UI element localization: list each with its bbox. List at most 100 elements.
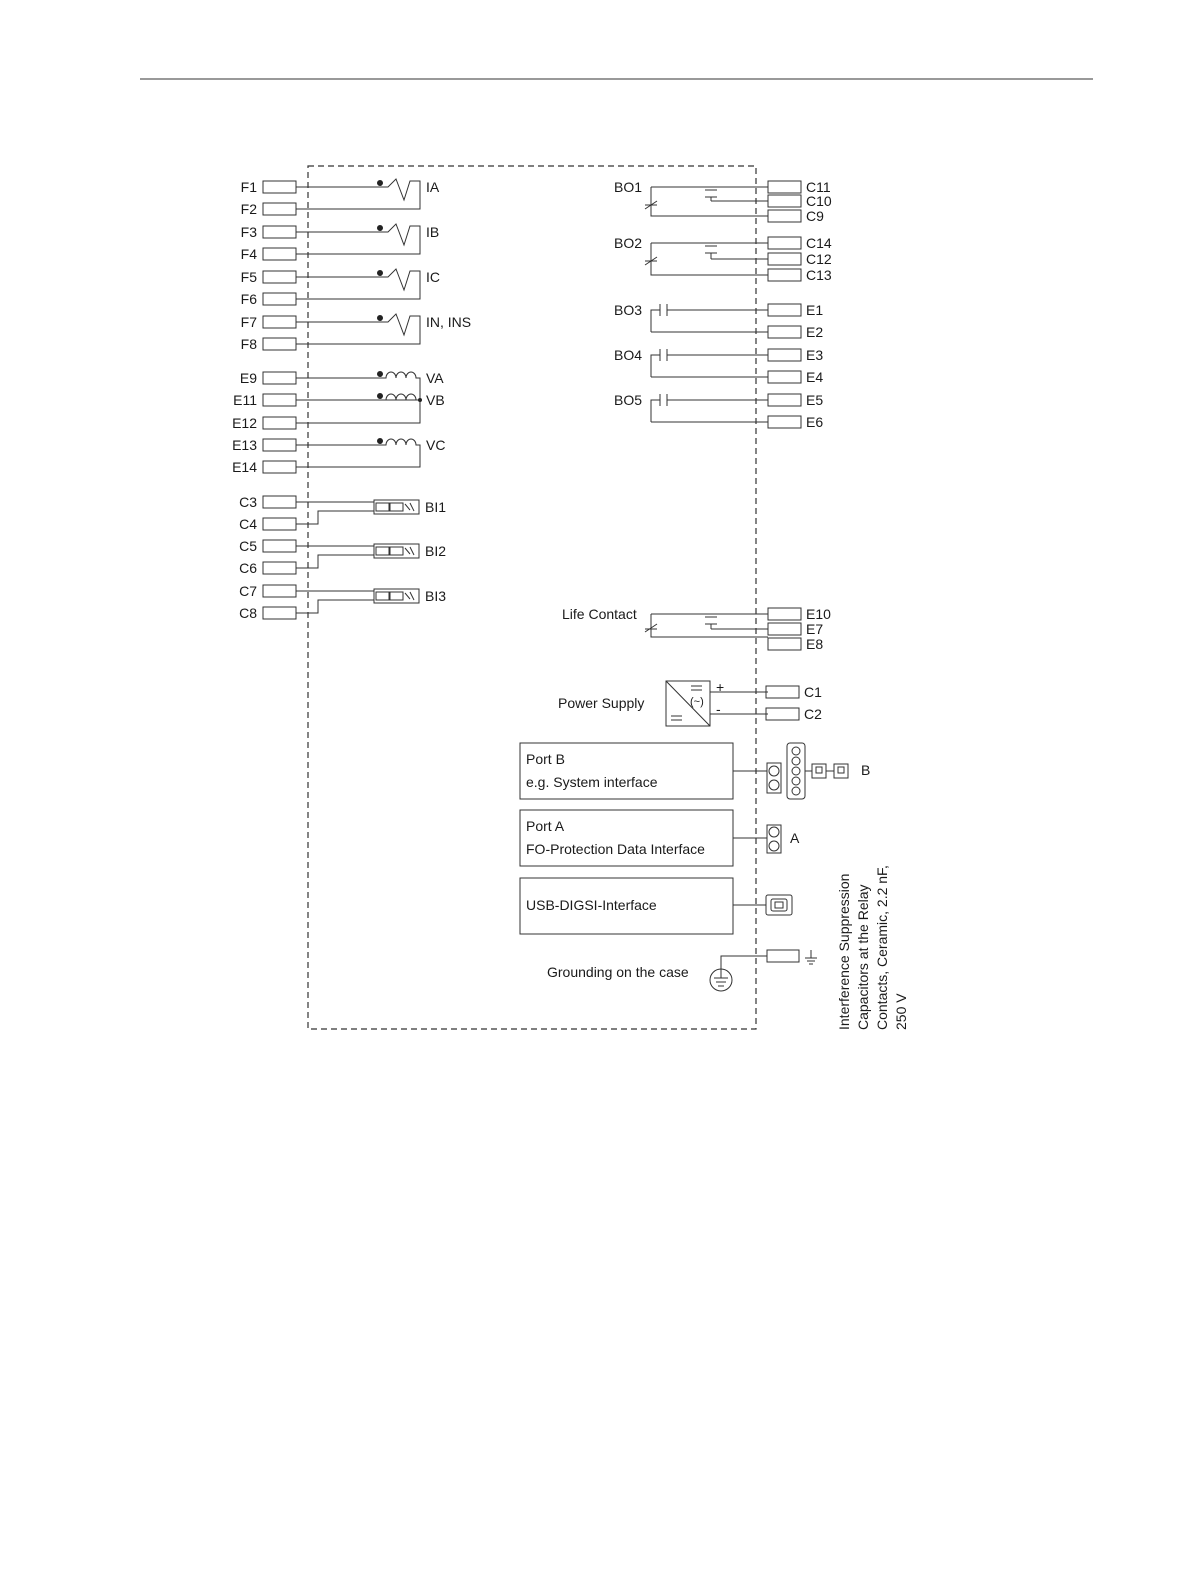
- left-terminal: [262, 495, 297, 509]
- right-terminal: [767, 180, 802, 194]
- port-a: Port A FO-Protection Data Interface A: [519, 809, 800, 867]
- left-terminal: [262, 584, 297, 598]
- ground-terminal: [766, 949, 800, 963]
- life-contact: Life Contact: [562, 606, 768, 638]
- left-terminal-label: C8: [239, 605, 257, 621]
- port-b-connector-label: B: [861, 762, 870, 778]
- left-terminal: [262, 460, 297, 474]
- port-a-connector: [766, 824, 782, 854]
- right-terminal-label: E5: [806, 392, 823, 408]
- usb-label: USB-DIGSI-Interface: [526, 897, 657, 913]
- polarity-dot: [377, 371, 383, 377]
- port-a-subtitle: FO-Protection Data Interface: [526, 841, 705, 857]
- port-b-box: [519, 742, 734, 800]
- left-terminal: [262, 180, 297, 194]
- right-terminal: [765, 707, 800, 721]
- port-b: Port B e.g. System interface B: [519, 742, 870, 800]
- polarity-dot: [377, 180, 383, 186]
- right-terminal: [767, 348, 802, 362]
- left-terminal-label: F4: [241, 246, 258, 262]
- binary-output-label: BO2: [614, 235, 642, 251]
- left-terminal: [262, 517, 297, 531]
- right-terminal-label: E10: [806, 606, 831, 622]
- voltage-input-label: VB: [426, 392, 445, 408]
- left-terminal-label: F5: [241, 269, 258, 285]
- current-input-label: IC: [426, 269, 440, 285]
- life-contact-label: Life Contact: [562, 606, 637, 622]
- note-line-3: Contacts, Ceramic, 2.2 nF,: [874, 865, 890, 1030]
- binary-output-label: BO3: [614, 302, 642, 318]
- right-terminal-label: E6: [806, 414, 823, 430]
- plus-sign: +: [716, 679, 724, 695]
- left-terminal: [262, 225, 297, 239]
- power-supply-label: Power Supply: [558, 695, 644, 711]
- left-terminal: [262, 337, 297, 351]
- left-terminal-label: E9: [240, 370, 257, 386]
- port-b-fo-connector: [766, 762, 782, 794]
- right-terminal-label: E4: [806, 369, 823, 385]
- port-b-jack-1: [811, 763, 827, 779]
- left-terminal-label: E12: [232, 415, 257, 431]
- grounding-label: Grounding on the case: [547, 964, 689, 980]
- left-terminal: [262, 202, 297, 216]
- note-line-4: 250 V: [893, 993, 909, 1030]
- left-terminal: [262, 539, 297, 553]
- right-terminal: [767, 393, 802, 407]
- left-terminal: [262, 270, 297, 284]
- port-a-box: [519, 809, 734, 867]
- right-terminal: [767, 303, 802, 317]
- polarity-dot: [377, 315, 383, 321]
- current-input-label: IB: [426, 224, 439, 240]
- left-terminal: [262, 416, 297, 430]
- left-terminal-label: F8: [241, 336, 258, 352]
- left-terminal-label: E14: [232, 459, 257, 475]
- svg-text:(~): (~): [690, 696, 704, 708]
- left-terminal-label: F1: [241, 179, 258, 195]
- note-line-1: Interference Suppression: [836, 874, 852, 1030]
- left-terminal: [262, 393, 297, 407]
- device-housing: [307, 165, 757, 1030]
- left-terminal-label: E13: [232, 437, 257, 453]
- port-a-title: Port A: [526, 818, 565, 834]
- binary-output-label: BO5: [614, 392, 642, 408]
- right-terminal-label: C14: [806, 235, 832, 251]
- port-b-title: Port B: [526, 751, 565, 767]
- polarity-dot: [377, 270, 383, 276]
- right-terminal: [767, 268, 802, 282]
- right-terminal-label: C9: [806, 208, 824, 224]
- binary-input-label: BI1: [425, 499, 446, 515]
- left-terminal-group: F1F2F3F4F5F6F7F8E9E11E12E13E14C3C4C5C6C7…: [232, 179, 297, 621]
- port-b-rj45-connector: [786, 742, 806, 800]
- right-terminal-label: C10: [806, 193, 832, 209]
- left-terminal: [262, 247, 297, 261]
- power-supply: Power Supply (~) + -: [558, 679, 768, 727]
- right-terminal: [767, 637, 802, 651]
- left-terminal-label: F7: [241, 314, 258, 330]
- right-terminal-label: C13: [806, 267, 832, 283]
- right-terminal-label: E7: [806, 621, 823, 637]
- right-terminal-label: C12: [806, 251, 832, 267]
- polarity-dot: [377, 393, 383, 399]
- left-terminal: [262, 371, 297, 385]
- port-b-jack-2: [833, 763, 849, 779]
- usb-interface: USB-DIGSI-Interface: [519, 877, 793, 935]
- left-terminal-label: C6: [239, 560, 257, 576]
- left-terminal-label: E11: [233, 392, 257, 408]
- right-terminal-label: E1: [806, 302, 823, 318]
- left-terminal-label: C5: [239, 538, 257, 554]
- left-terminal: [262, 561, 297, 575]
- left-terminal: [262, 606, 297, 620]
- right-terminal: [767, 415, 802, 429]
- right-terminal: [767, 370, 802, 384]
- left-terminal: [262, 315, 297, 329]
- polarity-dot: [377, 225, 383, 231]
- binary-output-label: BO4: [614, 347, 642, 363]
- right-terminal-label: E8: [806, 636, 823, 652]
- binary-input-label: BI3: [425, 588, 446, 604]
- right-terminal-label: C11: [806, 179, 831, 195]
- minus-sign: -: [716, 701, 721, 717]
